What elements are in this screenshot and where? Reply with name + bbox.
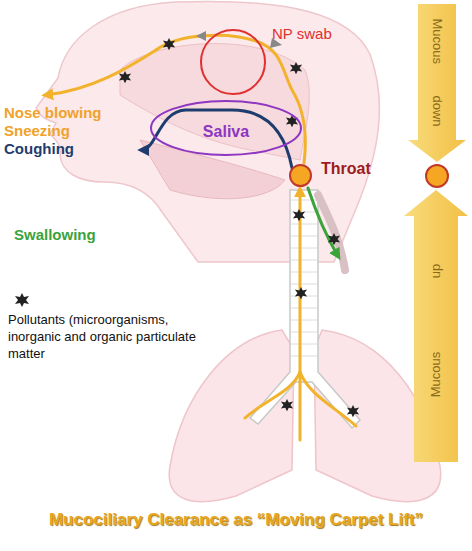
throat-marker xyxy=(426,165,448,187)
node-label: Throat xyxy=(321,160,371,178)
np-swab-circle: NP swab xyxy=(200,29,266,95)
action-label: Nose blowing xyxy=(4,104,102,121)
trachea-ring xyxy=(291,332,317,333)
trachea-ring xyxy=(291,320,317,321)
trachea-ring xyxy=(291,224,317,225)
pollutant-particles xyxy=(15,38,359,417)
trachea-ring xyxy=(291,272,317,273)
np-swab-circle-shape xyxy=(201,30,265,94)
trachea-ring xyxy=(291,248,317,249)
throat-circle: Throat xyxy=(289,164,312,187)
action-label: Sneezing xyxy=(4,122,70,139)
node-label: Saliva xyxy=(203,123,249,141)
trachea-rings xyxy=(291,200,317,356)
trachea-ring xyxy=(291,344,317,345)
mucous-down-arrow xyxy=(408,4,466,162)
node-label: NP swab xyxy=(272,25,332,42)
trachea-ring xyxy=(291,308,317,309)
action-label: Coughing xyxy=(4,140,74,157)
legend-note: Pollutants (microorganisms, inorganic an… xyxy=(8,312,223,363)
action-label: Swallowing xyxy=(14,226,96,243)
throat-circle-outline xyxy=(289,164,312,187)
tongue xyxy=(140,140,285,199)
trachea-ring xyxy=(291,356,317,357)
saliva-ellipse-shape xyxy=(151,101,301,155)
throat-circle-shape xyxy=(290,165,311,186)
trachea-ring xyxy=(291,236,317,237)
arrow-label: Mucous down xyxy=(430,18,445,126)
diagram-caption: Mucociliary Clearance as “Moving Carpet … xyxy=(49,510,423,530)
esophagus xyxy=(318,195,345,270)
trachea xyxy=(250,190,360,428)
mucous-up-arrow xyxy=(404,190,468,462)
arrow-label: Mucous up xyxy=(429,263,444,397)
left-lung xyxy=(169,330,294,502)
saliva-ellipse: Saliva xyxy=(150,100,302,156)
np-swab-circle-outline xyxy=(200,29,266,95)
trachea-ring xyxy=(291,260,317,261)
trachea-ring xyxy=(291,284,317,285)
